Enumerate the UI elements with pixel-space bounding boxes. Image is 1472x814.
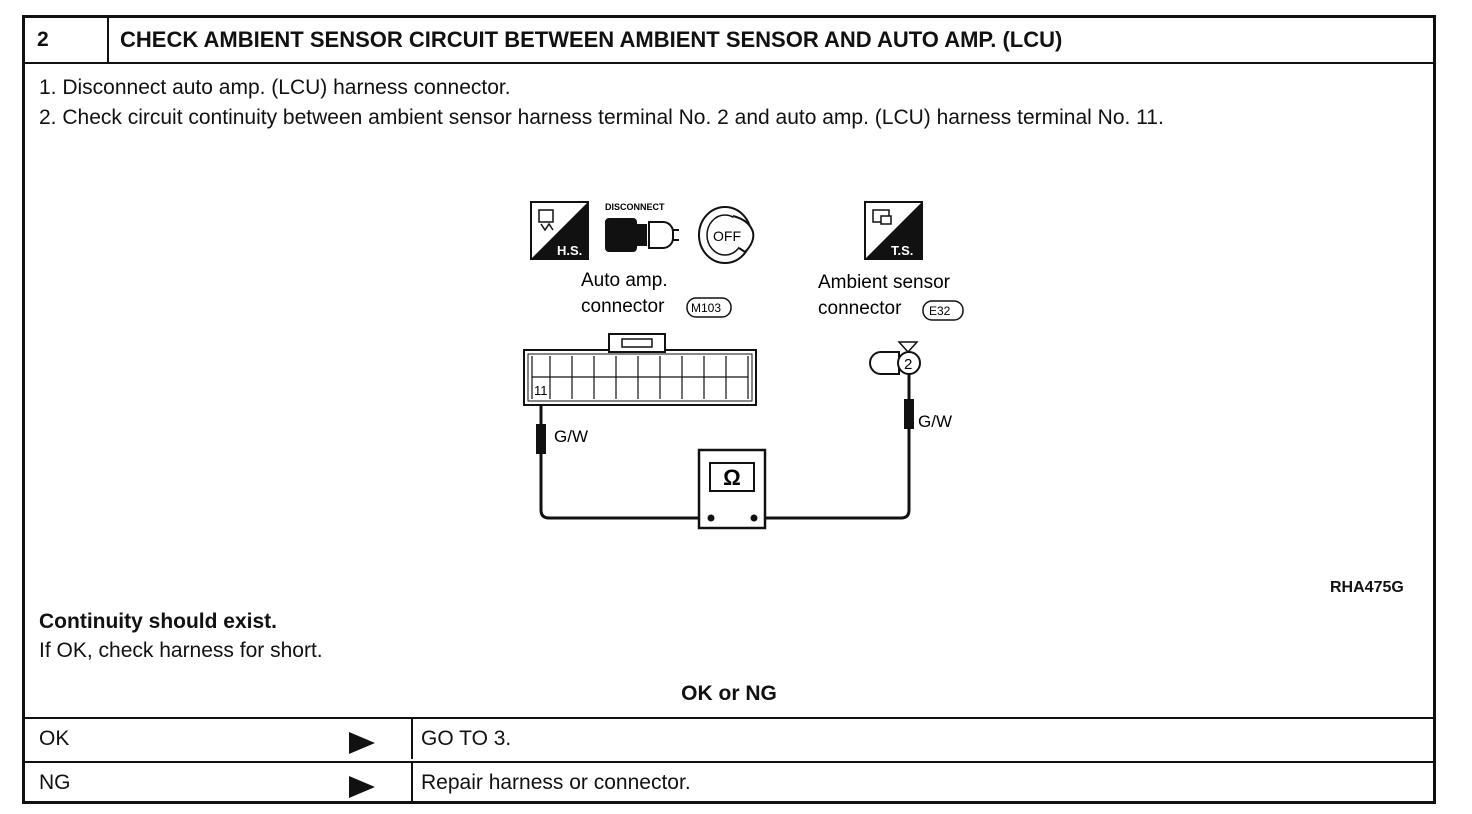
auto-amp-connector-id: M103 [691, 301, 721, 315]
decision-row-ok: OK GO TO 3. [25, 717, 1433, 759]
wire-color-ambient-sensor: G/W [918, 412, 952, 431]
auto-amp-connector-badge [686, 297, 732, 318]
decision-action: GO TO 3. [411, 719, 1433, 759]
procedure-sheet: 2 CHECK AMBIENT SENSOR CIRCUIT BETWEEN A… [22, 15, 1436, 804]
instruction-1: 1. Disconnect auto amp. (LCU) harness co… [39, 76, 511, 99]
decision-action: Repair harness or connector. [411, 763, 1433, 803]
wiring-diagram: H.S. DISCONNECT OFF T.S. Auto amp. [523, 201, 964, 530]
disconnect-icon: DISCONNECT [605, 202, 679, 252]
step-number: 2 [25, 18, 109, 62]
auto-amp-label-2: connector [581, 296, 665, 317]
decision-code: NG [39, 771, 71, 794]
off-label: OFF [713, 228, 741, 244]
wire-color-auto-amp: G/W [554, 427, 588, 446]
ambient-sensor-label-2: connector [818, 298, 902, 319]
auto-amp-label-1: Auto amp. [581, 270, 668, 291]
ambient-sensor-terminal-number: 2 [904, 356, 912, 373]
probe-ambient-sensor [904, 399, 914, 429]
arrow-right-icon [349, 776, 375, 798]
hs-label: H.S. [557, 243, 582, 258]
ignition-key-off-icon: OFF [698, 206, 755, 264]
harness-side-icon: H.S. [530, 201, 589, 260]
ambient-sensor-connector-id: E32 [929, 304, 951, 318]
wire-auto-amp [539, 405, 710, 520]
wire-ambient-sensor [756, 374, 911, 520]
ohm-symbol: Ω [723, 465, 741, 490]
ambient-sensor-connector-badge [922, 300, 964, 321]
decision-code: OK [39, 727, 70, 750]
ohmmeter: Ω [697, 448, 767, 530]
ambient-sensor-label-1: Ambient sensor [818, 272, 951, 293]
ambient-sensor-connector: 2 [869, 341, 921, 375]
auto-amp-terminal-number: 11 [534, 383, 548, 398]
result-note: If OK, check harness for short. [39, 639, 323, 662]
decision-label: OK or NG [681, 682, 777, 705]
instruction-2: 2. Check circuit continuity between ambi… [39, 106, 1164, 129]
arrow-right-icon [349, 732, 375, 754]
step-header: 2 CHECK AMBIENT SENSOR CIRCUIT BETWEEN A… [25, 18, 1433, 64]
terminal-side-icon: T.S. [864, 201, 923, 260]
probe-auto-amp [536, 424, 546, 454]
disconnect-label: DISCONNECT [605, 202, 665, 212]
figure-reference: RHA475G [1330, 579, 1404, 596]
step-title: CHECK AMBIENT SENSOR CIRCUIT BETWEEN AMB… [120, 27, 1063, 52]
auto-amp-connector: 11 [523, 333, 757, 406]
ts-label: T.S. [891, 243, 913, 258]
decision-row-ng: NG Repair harness or connector. [25, 761, 1433, 803]
expected-result: Continuity should exist. [39, 610, 278, 633]
